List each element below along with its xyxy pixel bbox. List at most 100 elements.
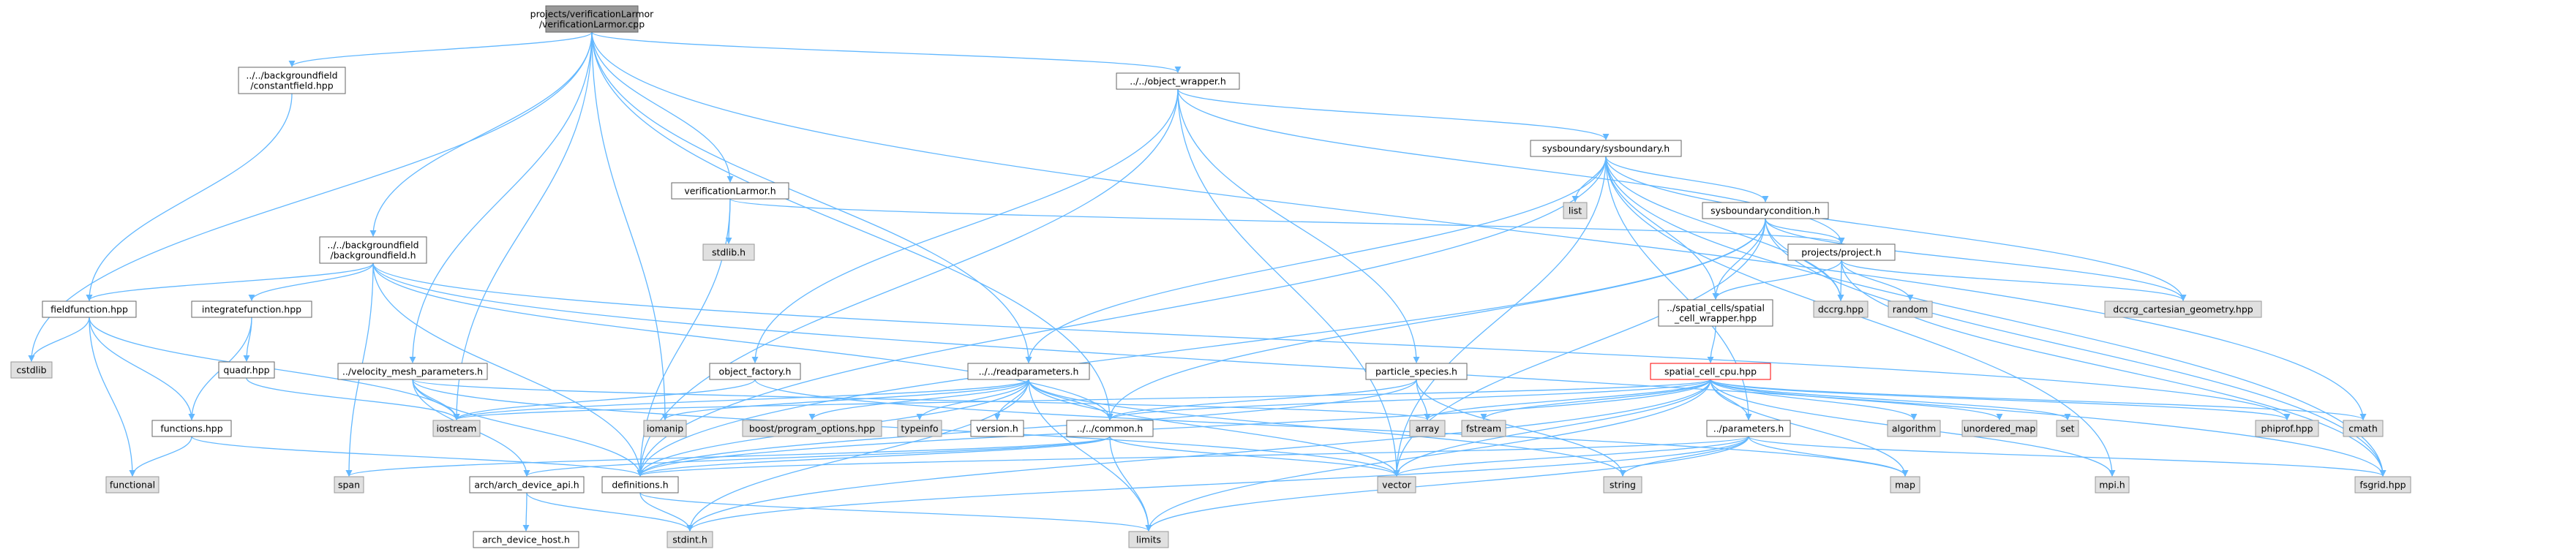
node-label-root-0: projects/verificationLarmor [530, 9, 655, 20]
node-string: string [1603, 476, 1642, 494]
node-box-parameters [1706, 420, 1791, 437]
node-set: set [2056, 420, 2079, 437]
node-label-functional-0: functional [110, 480, 155, 491]
edge-verificationLarmor_h-to-project [729, 198, 1845, 244]
node-array: array [1409, 420, 1446, 437]
node-label-spatial-cell-wrapper-0: ../spatial_cells/spatial [1667, 303, 1765, 314]
node-integratefunction[interactable]: integratefunction.hpp [191, 300, 312, 318]
edge-spatial_cell_cpu-to-algorithm [1710, 379, 1918, 420]
node-label-array-0: array [1416, 423, 1440, 434]
node-label-span-0: span [338, 480, 360, 491]
node-spatial-cell-wrapper[interactable]: ../spatial_cells/spatial_cell_wrapper.hp… [1658, 299, 1773, 327]
node-box-quadr [218, 361, 275, 379]
edge-constantfield-to-fieldfunction [86, 93, 293, 301]
node-label-root-1: /verificationLarmor.cpp [539, 19, 645, 30]
node-label-limits-0: limits [1136, 534, 1161, 545]
node-velocity-mesh-parameters[interactable]: ../velocity_mesh_parameters.h [337, 363, 488, 380]
node-quadr[interactable]: quadr.hpp [218, 361, 275, 379]
node-object-factory[interactable]: object_factory.h [709, 363, 801, 380]
node-label-definitions-0: definitions.h [612, 480, 668, 491]
node-spatial-cell-cpu[interactable]: spatial_cell_cpu.hpp [1650, 363, 1771, 380]
node-verificationlarmor-h[interactable]: verificationLarmor.h [671, 182, 789, 200]
edge-readparameters-to-iomanip [661, 379, 1029, 420]
edge-functions-to-functional [129, 436, 192, 477]
node-box-string [1603, 476, 1642, 494]
edge-common-to-arch_device_api [523, 436, 1111, 477]
node-box-arch-device-api [469, 476, 585, 494]
edge-readparameters-to-iostream [453, 379, 1029, 420]
edge-object_wrapper-to-vector [1177, 88, 1400, 477]
node-common[interactable]: ../../common.h [1066, 420, 1154, 437]
node-box-fsgrid [2354, 476, 2411, 494]
edge-spatial_cell_wrapper-to-spatial_cell_cpu [1707, 325, 1716, 363]
node-box-version [970, 420, 1024, 437]
node-box-unordered-map [1961, 420, 2038, 437]
node-backgroundfield[interactable]: ../../backgroundfield/backgroundfield.h [319, 236, 427, 264]
node-fstream: fstream [1461, 420, 1506, 437]
node-box-definitions [601, 476, 679, 494]
node-box-iomanip [643, 420, 687, 437]
node-fieldfunction[interactable]: fieldfunction.hpp [42, 300, 137, 318]
node-box-fstream [1461, 420, 1506, 437]
node-arch-device-host[interactable]: arch_device_host.h [473, 531, 579, 548]
edge-particle_species-to-common [1106, 379, 1417, 420]
node-label-cmath-0: cmath [2348, 423, 2378, 434]
node-label-vector-0: vector [1382, 480, 1412, 491]
node-parameters[interactable]: ../parameters.h [1706, 420, 1791, 437]
node-dccrg: dccrg.hpp [1813, 300, 1869, 318]
edge-backgroundfield-to-phiprof [372, 262, 2291, 420]
node-label-backgroundfield-0: ../../backgroundfield [327, 240, 418, 251]
edge-quadr-to-iostream [246, 377, 460, 420]
node-readparameters[interactable]: ../../readparameters.h [967, 363, 1090, 380]
node-definitions[interactable]: definitions.h [601, 476, 679, 494]
node-constantfield[interactable]: ../../backgroundfield/constantfield.hpp [238, 67, 346, 94]
edge-root-to-velocity_mesh_parameters [409, 31, 593, 363]
edge-spatial_cell_cpu-to-limits [1145, 379, 1711, 532]
node-box-spatial-cell-wrapper [1658, 299, 1773, 327]
node-label-object-factory-0: object_factory.h [719, 366, 792, 377]
node-cmath: cmath [2343, 420, 2384, 437]
edge-arch_device_api-to-arch_device_host [522, 492, 530, 532]
node-label-set-0: set [2060, 423, 2074, 434]
node-box-readparameters [967, 363, 1090, 380]
edge-spatial_cell_cpu-to-set [1710, 379, 2071, 420]
node-box-functional [105, 476, 159, 494]
edge-sysboundary-to-sysboundarycondition [1605, 156, 1769, 203]
edge-root-to-readparameters [591, 31, 1032, 363]
node-version[interactable]: version.h [970, 420, 1024, 437]
node-label-cstdlib-0: cstdlib [16, 365, 46, 376]
edge-common-to-vector [1109, 436, 1400, 477]
node-label-dccrg-cart-0: dccrg_cartesian_geometry.hpp [2113, 304, 2253, 315]
edge-parameters-to-string [1619, 436, 1749, 477]
node-functions[interactable]: functions.hpp [151, 420, 232, 437]
node-label-velocity-mesh-parameters-0: ../velocity_mesh_parameters.h [342, 366, 483, 377]
edge-functions-to-definitions [191, 436, 644, 477]
node-arch-device-api[interactable]: arch/arch_device_api.h [469, 476, 585, 494]
node-object-wrapper[interactable]: ../../object_wrapper.h [1116, 72, 1240, 90]
node-box-arch-device-host [473, 531, 579, 548]
node-label-quadr-0: quadr.hpp [223, 365, 269, 376]
node-iomanip: iomanip [643, 420, 687, 437]
edge-sysboundarycondition-to-spatial_cell_wrapper [1712, 218, 1766, 300]
node-sysboundarycondition[interactable]: sysboundarycondition.h [1702, 202, 1829, 219]
node-root[interactable]: projects/verificationLarmor/verification… [530, 5, 655, 33]
node-box-fieldfunction [42, 300, 137, 318]
edge-spatial_cell_cpu-to-definitions [637, 379, 1711, 477]
node-box-map [1890, 476, 1920, 494]
edge-sysboundary-to-spatial_cell_wrapper [1605, 156, 1719, 300]
edge-particle_species-to-string [1416, 379, 1626, 477]
node-box-random [1888, 300, 1933, 318]
node-boost-po: boost/program_options.hpp [742, 420, 882, 437]
edge-backgroundfield-to-definitions [372, 262, 644, 477]
node-particle-species[interactable]: particle_species.h [1365, 363, 1468, 380]
node-typeinfo: typeinfo [897, 420, 942, 437]
edge-project-to-dccrg_cart [1841, 260, 2187, 301]
edge-spatial_cell_cpu-to-array [1424, 379, 1711, 420]
node-label-fieldfunction-0: fieldfunction.hpp [50, 304, 128, 315]
node-sysboundary[interactable]: sysboundary/sysboundary.h [1530, 140, 1682, 157]
node-project[interactable]: projects/project.h [1787, 243, 1896, 261]
dependency-nodes: projects/verificationLarmor/verification… [10, 5, 2411, 548]
edge-parameters-to-fsgrid [1748, 436, 2387, 477]
edge-readparameters-to-typeinfo [916, 379, 1029, 420]
edge-fieldfunction-to-functional [89, 317, 136, 477]
